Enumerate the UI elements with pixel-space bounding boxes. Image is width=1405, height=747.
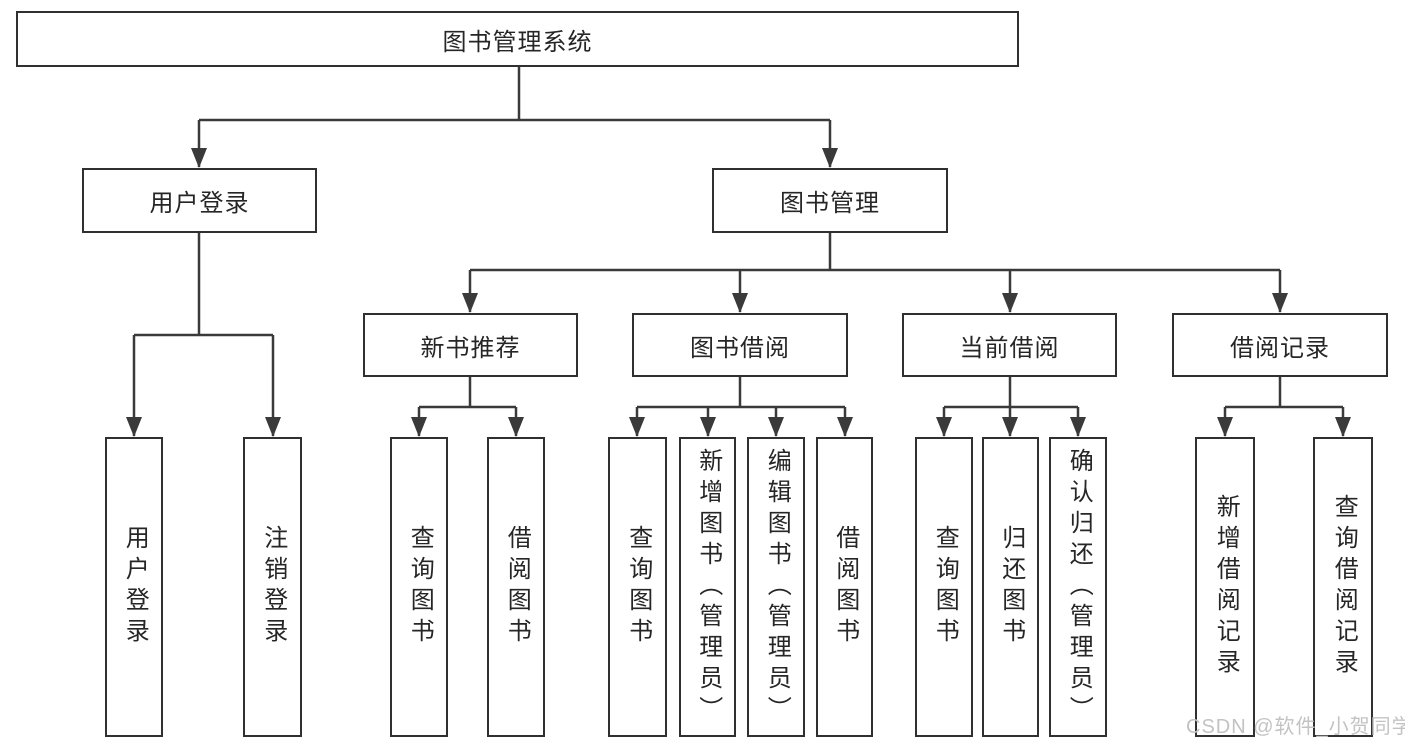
watermark: CSDN @软件_小贺同学 bbox=[1186, 716, 1405, 738]
node-current-borrowing-label: 当前借阅 bbox=[959, 334, 1060, 362]
node-new-book-recommend: 新书推荐 bbox=[363, 313, 578, 377]
leaf-user-login: 用户登录 bbox=[105, 437, 163, 737]
leaf-borrow-books-2-label: 借阅图书 bbox=[831, 525, 859, 649]
leaf-query-borrow-record: 查询借阅记录 bbox=[1313, 437, 1373, 737]
connector-root bbox=[199, 67, 830, 122]
leaf-query-books-1-label: 查询图书 bbox=[406, 525, 434, 649]
connector-current-borrow bbox=[944, 377, 1078, 409]
leaf-confirm-return-admin: 确认归还（管理员） bbox=[1049, 437, 1107, 737]
leaf-query-books-2-label: 查询图书 bbox=[624, 525, 652, 649]
node-current-borrowing: 当前借阅 bbox=[902, 313, 1117, 377]
node-library-system-label: 图书管理系统 bbox=[442, 28, 593, 56]
node-user-login-label: 用户登录 bbox=[149, 190, 250, 217]
leaf-query-books-3: 查询图书 bbox=[915, 437, 973, 737]
connector-new-books bbox=[419, 377, 516, 409]
node-new-book-recommend-label: 新书推荐 bbox=[420, 334, 521, 362]
node-borrowing-records-label: 借阅记录 bbox=[1230, 334, 1330, 362]
leaf-query-borrow-record-label: 查询借阅记录 bbox=[1330, 494, 1358, 680]
leaf-add-books-admin: 新增图书（管理员） bbox=[679, 437, 736, 737]
leaf-query-books-3-label: 查询图书 bbox=[931, 525, 959, 649]
leaf-query-books-2: 查询图书 bbox=[608, 437, 667, 737]
node-book-borrowing: 图书借阅 bbox=[632, 313, 848, 377]
leaf-user-login-label: 用户登录 bbox=[121, 525, 149, 649]
leaf-return-books-label: 归还图书 bbox=[997, 525, 1025, 649]
leaf-add-borrow-record: 新增借阅记录 bbox=[1195, 437, 1255, 737]
connector-book-mgmt bbox=[470, 233, 1280, 272]
leaf-borrow-books-1-label: 借阅图书 bbox=[503, 525, 531, 649]
node-borrowing-records: 借阅记录 bbox=[1172, 313, 1388, 377]
connector-borrow-records bbox=[1225, 377, 1343, 409]
connector-book-borrow bbox=[637, 377, 845, 409]
leaf-add-books-admin-label: 新增图书（管理员） bbox=[694, 447, 722, 727]
leaf-borrow-books-2: 借阅图书 bbox=[816, 437, 873, 737]
node-book-management-label: 图书管理 bbox=[780, 190, 880, 217]
leaf-edit-books-admin: 编辑图书（管理员） bbox=[747, 437, 805, 737]
node-library-system: 图书管理系统 bbox=[16, 11, 1019, 67]
leaf-query-books-1: 查询图书 bbox=[390, 437, 448, 737]
leaf-return-books: 归还图书 bbox=[982, 437, 1039, 737]
connector-user-login bbox=[134, 233, 273, 337]
node-user-login: 用户登录 bbox=[82, 168, 317, 233]
node-book-borrowing-label: 图书借阅 bbox=[690, 334, 790, 362]
leaf-logout-label: 注销登录 bbox=[259, 525, 287, 649]
leaf-edit-books-admin-label: 编辑图书（管理员） bbox=[763, 447, 791, 727]
leaf-confirm-return-admin-label: 确认归还（管理员） bbox=[1065, 447, 1093, 727]
leaf-logout: 注销登录 bbox=[243, 437, 302, 737]
leaf-borrow-books-1: 借阅图书 bbox=[487, 437, 545, 737]
leaf-add-borrow-record-label: 新增借阅记录 bbox=[1212, 494, 1240, 680]
node-book-management: 图书管理 bbox=[712, 168, 948, 233]
